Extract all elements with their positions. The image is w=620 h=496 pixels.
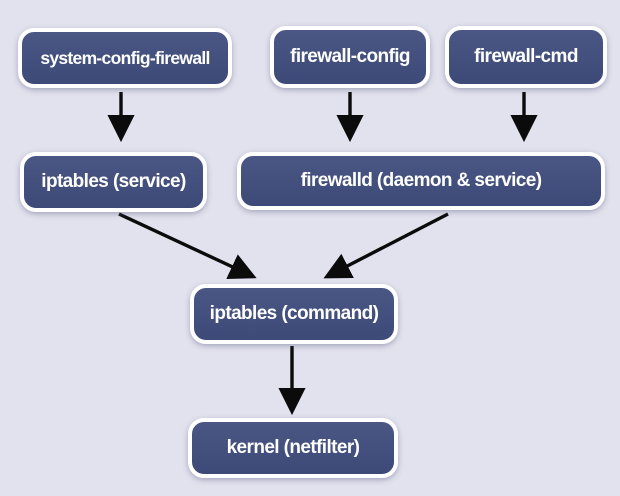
- node-label: firewall-config: [290, 46, 410, 67]
- node-firewalld-daemon-service: firewalld (daemon & service): [237, 152, 605, 210]
- node-firewall-config: firewall-config: [270, 26, 430, 88]
- node-firewall-cmd: firewall-cmd: [445, 26, 607, 88]
- node-iptables-service: iptables (service): [20, 152, 207, 212]
- arrow-firewalld-to-iptablescommand: [323, 212, 449, 279]
- arrow-iptablesservice-to-iptablescommand: [118, 212, 257, 279]
- node-label: firewalld (daemon & service): [300, 170, 542, 191]
- node-label: firewall-cmd: [474, 46, 578, 67]
- node-kernel-netfilter: kernel (netfilter): [188, 418, 398, 478]
- node-label: system-config-firewall: [40, 47, 210, 68]
- node-iptables-command: iptables (command): [190, 284, 398, 344]
- node-label: iptables (command): [209, 303, 379, 324]
- node-label: iptables (service): [41, 171, 186, 192]
- node-label: kernel (netfilter): [226, 437, 360, 458]
- node-system-config-firewall: system-config-firewall: [18, 28, 232, 88]
